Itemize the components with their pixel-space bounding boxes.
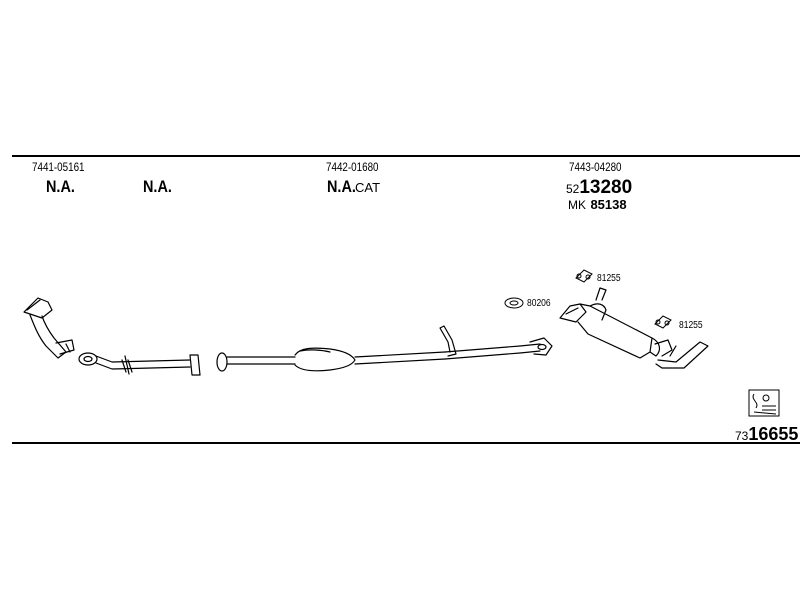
diagram-reference-number: 7316655 — [735, 424, 798, 445]
small-parts — [504, 269, 672, 329]
catalyst-pipe-drawing — [216, 325, 553, 372]
reference-prefix: 73 — [735, 429, 749, 443]
rear-ref-number: 13280 — [579, 177, 633, 198]
rear-ref-prefix: 52 — [566, 182, 580, 196]
front-pipe-drawing — [23, 297, 75, 359]
gasket-symbol — [504, 297, 524, 309]
rear-silencer-drawing — [559, 287, 709, 369]
top-rule — [12, 155, 800, 157]
catalyst-status: N.A.CAT — [327, 178, 380, 196]
mk-number: 85138 — [590, 197, 627, 212]
part-code-middle: 7442-01680 — [326, 160, 379, 174]
hanger-side-part-number: 81255 — [679, 320, 703, 331]
intermediate-pipe-status: N.A. — [143, 177, 172, 196]
part-code-front: 7441-05161 — [32, 160, 85, 174]
bottom-rule — [12, 442, 800, 444]
reference-main: 16655 — [748, 424, 799, 444]
intermediate-pipe-drawing — [78, 352, 201, 376]
hanger-top-symbol — [575, 269, 593, 283]
catalyst-status-cat: CAT — [355, 180, 381, 195]
catalyst-status-na: N.A. — [327, 177, 356, 196]
mk-ref: MK 85138 — [568, 197, 627, 213]
rear-silencer-ref: 5213280 — [566, 178, 632, 197]
front-pipe-status: N.A. — [46, 177, 75, 196]
hanger-side-symbol — [654, 315, 672, 329]
part-code-rear: 7443-04280 — [569, 160, 622, 174]
mk-prefix: MK — [568, 198, 586, 212]
gasket-part-number: 80206 — [527, 298, 551, 309]
hanger-top-part-number: 81255 — [597, 273, 621, 284]
info-icon — [748, 389, 780, 417]
